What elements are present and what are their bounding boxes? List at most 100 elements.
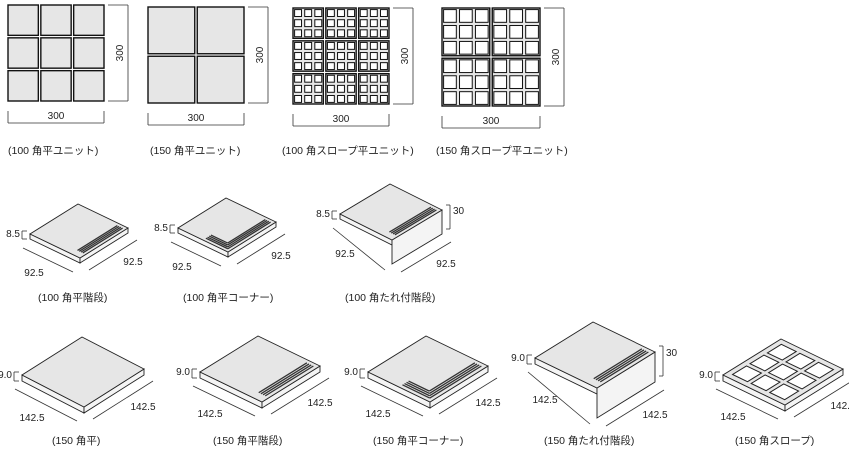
dimension-line xyxy=(605,389,665,427)
height-dimension-label: 300 xyxy=(400,47,411,64)
unit-caption: (100 角スロープ平ユニット) xyxy=(282,145,414,157)
unit-caption: (100 角平ユニット) xyxy=(8,145,98,157)
slope-square xyxy=(326,41,335,50)
slope-square xyxy=(379,74,388,83)
slope-square xyxy=(337,84,345,93)
tile-caption: (100 角平コーナー) xyxy=(183,292,273,304)
slope-square xyxy=(304,29,313,38)
nosing-stripe xyxy=(429,363,478,394)
dimension-line xyxy=(438,377,498,415)
slope-square xyxy=(347,9,356,18)
dimension-line xyxy=(270,377,330,415)
slope-square xyxy=(304,41,313,50)
slope-square xyxy=(326,62,335,71)
slope-square xyxy=(326,9,335,18)
slope-square xyxy=(493,91,508,105)
slope-square xyxy=(326,29,335,38)
nosing-stripe xyxy=(77,224,118,251)
nosing-stripe xyxy=(389,206,432,233)
slope-square xyxy=(748,354,780,372)
dimension-line xyxy=(170,241,222,267)
slope-square xyxy=(314,62,323,71)
right-dimension-label: 142.5 xyxy=(307,398,332,409)
tile-caption: (100 角たれ付階段) xyxy=(345,291,435,304)
right-dimension-label: 142.5 xyxy=(130,402,155,413)
slope-square xyxy=(337,52,345,60)
slope-square xyxy=(304,84,313,93)
slope-square xyxy=(443,25,457,39)
tile-caption: (150 角スロープ) xyxy=(735,435,814,447)
slope-square xyxy=(314,84,323,93)
tile-cell xyxy=(147,6,196,55)
nosing-stripe xyxy=(429,365,482,399)
slope-square xyxy=(337,19,345,28)
tile-caption: (150 角たれ付階段) xyxy=(544,434,634,447)
dimension-line xyxy=(236,233,286,265)
unit-caption: (150 角平ユニット) xyxy=(150,145,240,157)
slope-square xyxy=(347,29,356,38)
slope-square xyxy=(359,84,368,93)
slope-square xyxy=(337,62,345,71)
slope-square xyxy=(509,9,523,23)
tile-cell xyxy=(196,55,245,104)
dimension-line xyxy=(22,247,74,273)
slope-square xyxy=(294,19,303,28)
slope-square xyxy=(314,74,323,83)
slope-square xyxy=(379,62,388,71)
nosing-stripe xyxy=(404,382,430,397)
dimension-line xyxy=(793,382,849,418)
nosing-stripe xyxy=(262,364,312,396)
nosing-stripe xyxy=(80,226,122,253)
tile-top-face xyxy=(534,321,656,389)
height-dimension-label: 300 xyxy=(551,48,562,65)
slope-square xyxy=(493,9,508,23)
tile-cell xyxy=(7,69,40,102)
slope-square xyxy=(347,41,356,50)
dimension-line xyxy=(715,388,779,420)
nosing-stripe xyxy=(429,364,480,397)
height-dimension-label: 300 xyxy=(115,44,126,61)
tile-top-face xyxy=(29,203,129,259)
slope-square xyxy=(443,75,457,89)
nosing-stripe xyxy=(408,380,430,392)
slope-square xyxy=(493,25,508,39)
slope-square xyxy=(337,94,345,103)
slope-square xyxy=(326,84,335,93)
nosing-stripe xyxy=(78,225,120,252)
slope-square xyxy=(474,25,489,39)
dimension-line xyxy=(14,388,78,422)
tile-cell xyxy=(72,4,105,37)
slope-square xyxy=(359,94,368,103)
slope-square xyxy=(369,74,378,83)
thickness-label: 9.0 xyxy=(0,370,12,381)
slope-square xyxy=(459,91,473,105)
slope-square xyxy=(347,52,356,60)
height-dimension-label: 300 xyxy=(255,46,266,63)
slope-square xyxy=(474,75,489,89)
drop-height-label: 30 xyxy=(453,206,465,217)
nosing-stripe xyxy=(402,384,431,399)
nosing-stripe xyxy=(428,362,476,392)
slope-square xyxy=(347,62,356,71)
left-dimension-label: 142.5 xyxy=(365,409,390,420)
nosing-stripe xyxy=(260,363,310,395)
slope-square xyxy=(304,74,313,83)
width-dimension-label: 300 xyxy=(48,111,65,122)
slope-square xyxy=(294,94,303,103)
tile-cell xyxy=(7,4,40,37)
width-dimension-label: 300 xyxy=(333,114,350,125)
slope-square xyxy=(525,9,539,23)
tile-cell xyxy=(7,37,40,69)
slope-square xyxy=(294,84,303,93)
slope-square xyxy=(326,19,335,28)
slope-square xyxy=(326,52,335,60)
slope-square xyxy=(525,91,539,105)
slope-square xyxy=(493,59,508,74)
tile-cell xyxy=(40,69,72,102)
slope-square xyxy=(294,29,303,38)
unit-caption: (150 角スロープ平ユニット) xyxy=(436,145,568,157)
nosing-stripe xyxy=(599,351,649,383)
dimension-line xyxy=(527,371,591,425)
